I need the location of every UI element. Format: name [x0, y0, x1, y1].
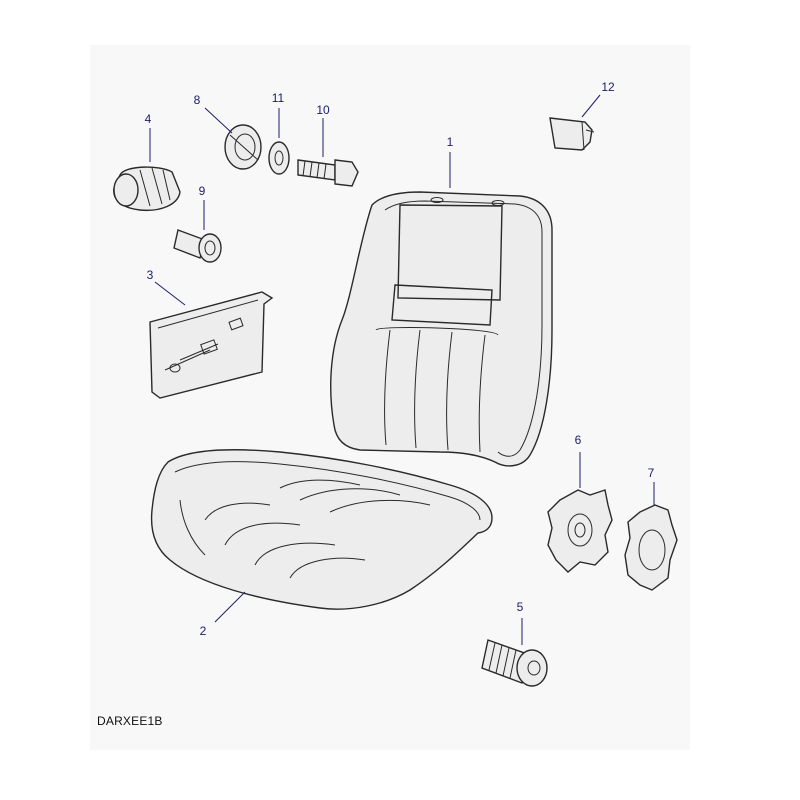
callout-5: 5: [516, 600, 524, 614]
washer: [268, 141, 290, 175]
recliner-ring: [624, 504, 678, 591]
seat-backrest: [330, 191, 553, 467]
callout-2: 2: [199, 624, 207, 638]
hex-bolt: [297, 159, 359, 187]
callout-12: 12: [601, 80, 615, 94]
callout-1: 1: [446, 135, 454, 149]
callout-6: 6: [574, 433, 582, 447]
callout-10: 10: [316, 103, 330, 117]
seat-cushion: [150, 449, 493, 610]
leader-lines: [149, 94, 655, 645]
bushing: [173, 229, 222, 263]
spring-clip: [224, 124, 262, 170]
side-bracket: [149, 291, 274, 399]
callout-7: 7: [647, 466, 655, 480]
callout-11: 11: [271, 91, 285, 105]
adjust-knob: [113, 166, 181, 212]
end-cap: [549, 117, 595, 151]
callout-8: 8: [193, 93, 201, 107]
callout-4: 4: [144, 112, 152, 126]
pivot-bolt: [481, 639, 548, 687]
callout-9: 9: [198, 184, 206, 198]
callout-3: 3: [146, 268, 154, 282]
recliner-mechanism: [547, 489, 613, 573]
diagram-reference-code: DARXEE1B: [97, 714, 163, 728]
